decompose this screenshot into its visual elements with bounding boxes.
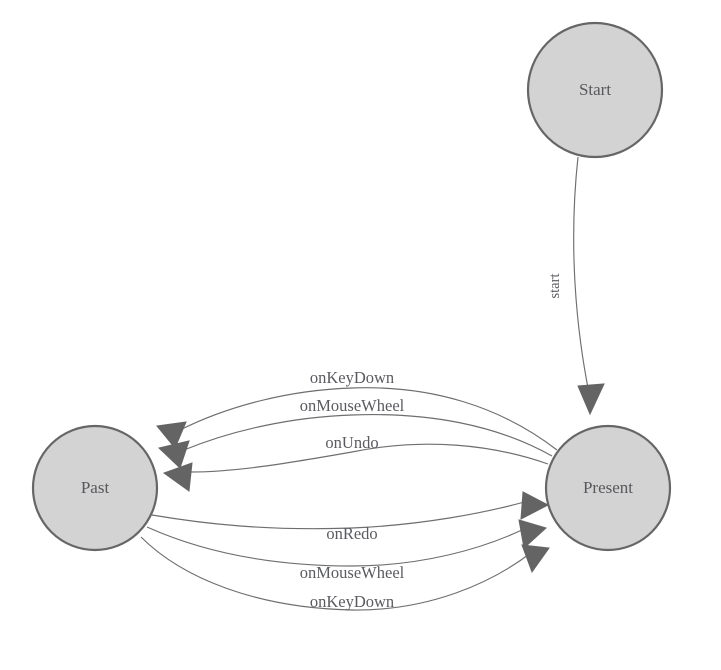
edge-past-present-onkeydown[interactable] — [140, 536, 550, 611]
node-present-circle — [544, 424, 672, 552]
edge-label-past-present-onredo: onRedo — [326, 524, 377, 543]
edge-path-present-past-onmousewheel — [183, 414, 553, 457]
edge-path-past-present-onmousewheel — [146, 526, 527, 567]
arrowhead-present-past-onundo — [162, 462, 193, 492]
edge-path-past-present-onkeydown — [140, 536, 533, 611]
edge-present-past-onundo[interactable] — [162, 443, 549, 492]
edge-present-past-onmousewheel[interactable] — [157, 414, 553, 469]
arrowhead-past-present-onmousewheel — [518, 519, 547, 549]
edge-path-past-present-onredo — [151, 500, 529, 530]
edge-label-layer: start onKeyDown onMouseWheel onUndo onRe… — [300, 274, 563, 611]
edge-past-present-onredo[interactable] — [151, 491, 550, 530]
edge-label-present-past-onkeydown: onKeyDown — [310, 368, 394, 387]
node-past-label: Past — [81, 478, 110, 497]
edge-layer — [140, 156, 605, 611]
node-present-label: Present — [583, 478, 633, 497]
node-past-circle — [31, 424, 159, 552]
edge-label-start: start — [547, 274, 563, 299]
node-present[interactable]: Present — [544, 424, 672, 552]
edge-present-past-onkeydown[interactable] — [156, 387, 558, 451]
edge-start-present[interactable] — [573, 156, 605, 416]
arrowhead-past-present-onkeydown — [521, 544, 550, 574]
edge-past-present-onmousewheel[interactable] — [146, 519, 547, 567]
node-start[interactable]: Start — [526, 21, 664, 159]
edge-label-past-present-onmousewheel: onMouseWheel — [300, 563, 405, 582]
node-past[interactable]: Past — [31, 424, 159, 552]
arrowhead-start-present — [577, 383, 605, 416]
edge-path-present-past-onkeydown — [179, 387, 558, 451]
edge-label-past-present-onkeydown: onKeyDown — [310, 592, 394, 611]
edge-label-present-past-onmousewheel: onMouseWheel — [300, 396, 405, 415]
arrowhead-past-present-onredo — [520, 491, 550, 520]
edge-path-present-past-onundo — [189, 443, 549, 473]
arrowhead-present-past-onmousewheel — [157, 440, 190, 469]
arrowhead-present-past-onkeydown — [156, 421, 187, 449]
edge-path-start-present — [573, 156, 589, 389]
edge-label-present-past-onundo: onUndo — [325, 433, 378, 452]
node-layer: Start Past Present — [31, 21, 672, 552]
node-start-circle — [526, 21, 664, 159]
node-start-label: Start — [579, 80, 611, 99]
